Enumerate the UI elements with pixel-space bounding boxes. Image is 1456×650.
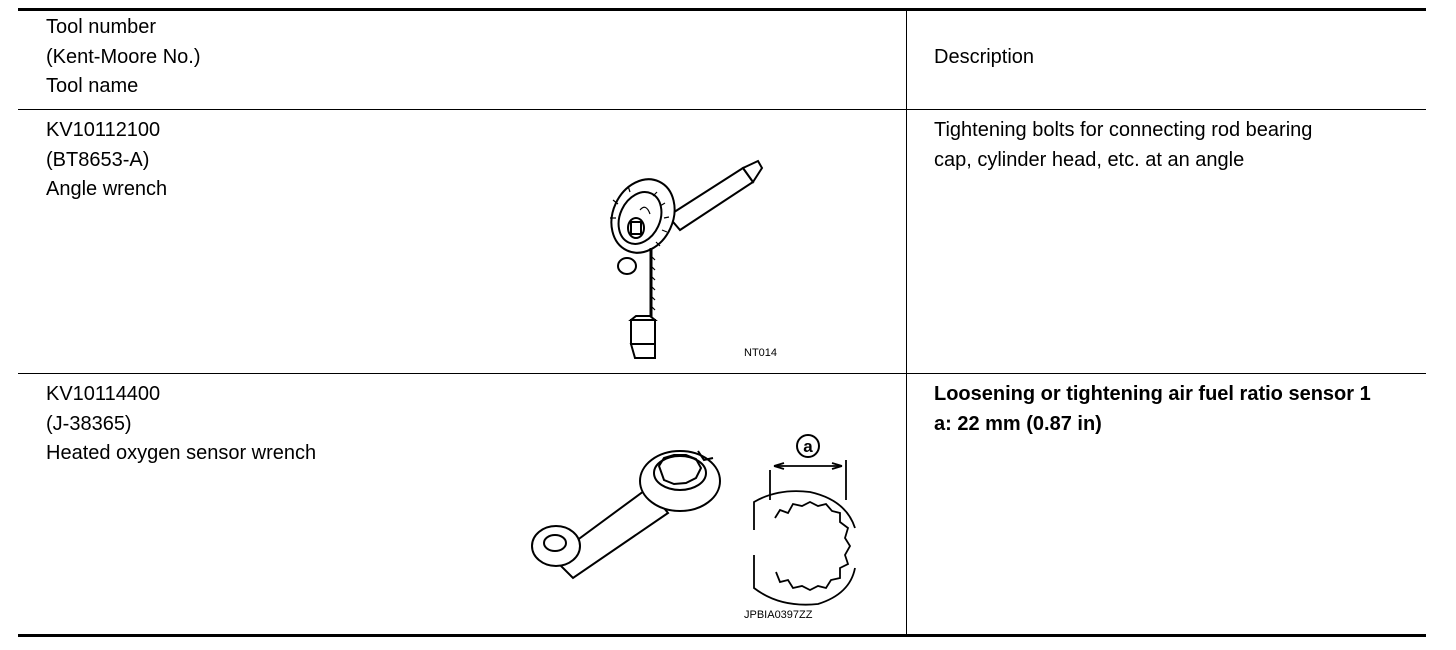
header-divider: [18, 109, 1426, 110]
tool-number: KV10112100: [46, 119, 161, 141]
table-row: KV10114400 (J-38365) Heated oxygen senso…: [46, 380, 316, 469]
table-bottom-rule: [18, 634, 1426, 637]
tool-description: Tightening bolts for connecting rod bear…: [934, 116, 1312, 175]
tool-number: KV10114400: [46, 383, 161, 405]
tool-name: Angle wrench: [46, 178, 168, 200]
column-divider: [906, 11, 907, 634]
dimension-marker: [796, 434, 820, 458]
tool-name: Heated oxygen sensor wrench: [46, 442, 317, 464]
figure-code: NT014: [744, 347, 778, 359]
figure-code: JPBIA0397ZZ: [744, 609, 813, 621]
table-top-rule: [18, 8, 1426, 11]
description-line: Tightening bolts for connecting rod bear…: [934, 119, 1313, 141]
header-kent-moore: (Kent-Moore No.): [46, 45, 201, 68]
description-line: cap, cylinder head, etc. at an angle: [934, 148, 1245, 171]
row-divider: [18, 373, 1426, 374]
header-tool-number: Tool number: [46, 16, 157, 38]
angle-wrench-illustration: [610, 159, 764, 359]
header-tool-column: Tool number (Kent-Moore No.) Tool name: [46, 13, 201, 102]
description-line: a: 22 mm (0.87 in): [934, 412, 1102, 435]
kent-moore-number: (BT8653-A): [46, 148, 150, 171]
oxygen-sensor-wrench-illustration: a: [531, 434, 856, 606]
kent-moore-number: (J-38365): [46, 412, 132, 435]
description-line: Loosening or tightening air fuel ratio s…: [934, 383, 1371, 405]
header-description: Description: [934, 46, 1035, 68]
table-row: KV10112100 (BT8653-A) Angle wrench: [46, 116, 167, 205]
dimension-label: a: [803, 437, 813, 456]
header-tool-name: Tool name: [46, 75, 139, 97]
tool-description: Loosening or tightening air fuel ratio s…: [934, 380, 1371, 439]
